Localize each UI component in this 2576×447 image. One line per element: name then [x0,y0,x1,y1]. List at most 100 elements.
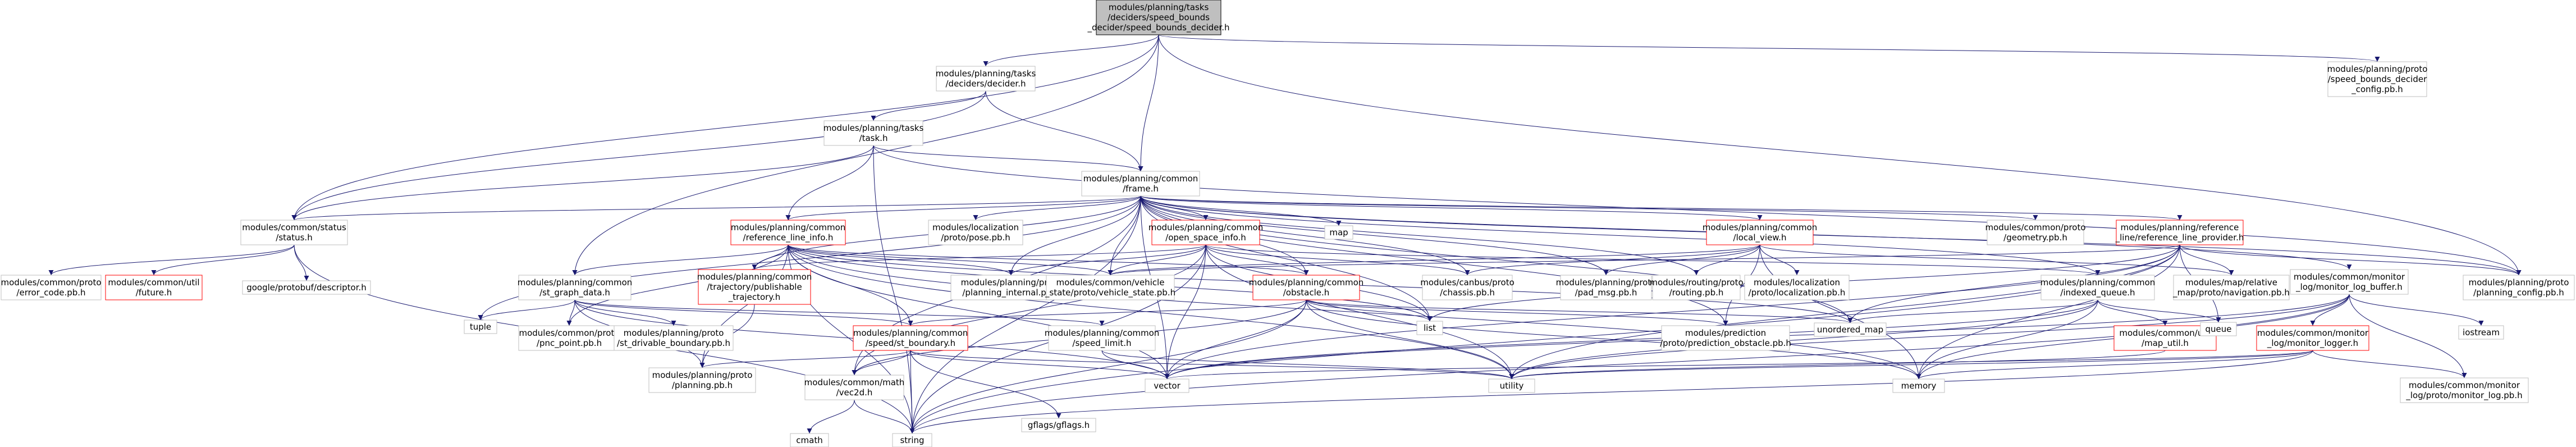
edge-monitor_log_buffer_h-to-utility [1509,294,2350,380]
edge-frame_h-to-list [1140,195,1433,322]
node-obstacle-h[interactable]: modules/planning/common/obstacle.h [1249,275,1364,300]
node-list[interactable]: list [1416,321,1443,335]
edge-decider_h-to-status_h [291,90,986,221]
node-label-line: modules/common/proto [519,328,619,338]
node-future-h[interactable]: modules/common/util/future.h [105,275,203,300]
node-monitor-logger-h[interactable]: modules/common/monitor_log/monitor_logge… [2256,325,2369,351]
edge-status_h-to-descriptor_h [294,244,309,281]
node-vector[interactable]: vector [1145,378,1189,393]
node-tuple[interactable]: tuple [464,320,497,334]
node-frame-h[interactable]: modules/planning/common/frame.h [1081,171,1200,197]
node-unordered-map[interactable]: unordered_map [1814,322,1887,337]
node-label-line: modules/common/util [108,277,199,288]
edge-speed_bounds_decider-to-decider_h [983,34,1159,67]
node-gflags-h[interactable]: gflags/gflags.h [1021,418,1096,432]
node-geometry-pb[interactable]: modules/common/proto/geometry.pb.h [1985,220,2086,245]
edge-open_space_info_h-to-utility [1205,244,1515,380]
node-monitor-log-buffer-h[interactable]: modules/common/monitor_log/monitor_log_b… [2290,269,2409,295]
node-box [1048,325,1156,351]
node-box [2200,322,2237,336]
node-box [2458,325,2504,340]
edge-obstacle_h-to-prediction_obstacle_pb [1306,299,1728,326]
node-box [1892,378,1945,393]
node-box [730,220,846,245]
edge-frame_h-to-prediction_obstacle_pb [1140,195,1728,326]
edge-indexed_queue_h-to-unordered_map [1847,299,2098,323]
node-label-line: modules/planning/proto [961,277,1061,288]
edge-indexed_queue_h-to-memory [1916,299,2098,380]
node-decider-h[interactable]: modules/planning/tasks/deciders/decider.… [936,66,1036,92]
edge-local_view_h-to-memory [1759,244,1921,380]
node-utility[interactable]: utility [1488,378,1535,393]
node-reference-line-provider-h[interactable]: modules/planning/reference_line/referenc… [2115,220,2244,245]
node-box [1252,275,1360,300]
node-st-boundary-h[interactable]: modules/planning/common/speed/st_boundar… [853,325,968,351]
node-planning-pb[interactable]: modules/planning/proto/planning.pb.h [648,367,756,393]
node-map[interactable]: map [1324,225,1353,240]
edge-st_boundary_h-to-string [909,350,915,434]
node-box [1560,275,1652,300]
node-st-drivable-boundary-pb[interactable]: modules/planning/proto/st_drivable_bound… [614,325,734,351]
node-task-h[interactable]: modules/planning/tasks/task.h [823,120,924,146]
edge-st_boundary_h-to-planning_pb [699,350,911,368]
node-memory[interactable]: memory [1892,378,1945,393]
edge-monitor_logger_h-to-memory [1916,350,2313,380]
node-label-line: modules/canbus/proto [1420,277,1515,288]
node-label-line: _decider/speed_bounds_decider.h [1087,22,1230,33]
node-localization-pose[interactable]: modules/localization/proto/pose.pb.h [928,220,1023,245]
node-status-h[interactable]: modules/common/status/status.h [240,220,348,245]
node-local-view-h[interactable]: modules/planning/common/local_view.h [1703,220,1818,245]
node-error-code-pb[interactable]: modules/common/proto/error_code.pb.h [1,275,102,300]
edge-st_graph_data_h-to-tuple [478,299,575,321]
edge-reference_line_provider_h-to-vector [1164,244,2180,380]
node-vehicle-state-pb[interactable]: modules/common/vehicle_state/proto/vehic… [1045,275,1175,300]
node-speed-bounds-decider-config[interactable]: modules/planning/proto/speed_bounds_deci… [2327,61,2428,97]
node-descriptor-h[interactable]: google/protobuf/descriptor.h [242,280,371,295]
node-open-space-info-h[interactable]: modules/planning/common/open_space_info.… [1149,220,1264,245]
edge-open_space_info_h-to-discretized_trajectory_h [752,244,1206,270]
node-pad-msg-pb[interactable]: modules/planning/proto/pad_msg.pb.h [1556,275,1657,300]
node-discretized-trajectory-h[interactable]: modules/planning/common/trajectory/publi… [697,269,812,305]
node-navigation-pb[interactable]: modules/map/relative_map/proto/navigatio… [2172,275,2290,300]
node-box [1046,275,1175,300]
node-reference-line-info-h[interactable]: modules/planning/common/reference_line_i… [730,220,846,245]
node-planning-config-pb[interactable]: modules/planning/proto/planning_config.p… [2463,275,2575,300]
node-label-line: modules/planning/common [1703,222,1818,232]
edge-vec2d_h-to-cmath [807,399,855,434]
node-cmath[interactable]: cmath [790,433,829,447]
node-queue[interactable]: queue [2200,322,2237,336]
edge-indexed_queue_h-to-utility [1509,299,2098,380]
node-iostream[interactable]: iostream [2458,325,2504,340]
node-label-line: modules/planning/proto [1556,277,1657,288]
node-box [1744,275,1850,300]
node-vec2d-h[interactable]: modules/common/math/vec2d.h [804,375,905,400]
edge-task_h-to-frame_h [873,145,1143,172]
node-speed-bounds-decider[interactable]: modules/planning/tasks/deciders/speed_bo… [1087,0,1230,35]
edge-reference_line_provider_h-to-planning_config_pb [2179,244,2522,276]
node-string[interactable]: string [892,433,932,447]
node-map-util-h[interactable]: modules/common/util/map_util.h [2113,325,2217,351]
node-label-line: modules/localization [932,222,1019,232]
edge-monitor_log_buffer_h-to-monitor_logger_h [2310,294,2350,326]
node-prediction-obstacle-pb[interactable]: modules/prediction/proto/prediction_obst… [1660,325,1791,351]
node-chassis-pb[interactable]: modules/canbus/proto/chassis.pb.h [1420,275,1515,300]
node-monitor-log-pb[interactable]: modules/common/monitor_log/proto/monitor… [2400,377,2529,403]
edge-obstacle_h-to-vector [1164,299,1307,380]
node-speed-limit-h[interactable]: modules/planning/common/speed_limit.h [1045,325,1160,351]
node-label-line: modules/planning/proto [624,328,724,338]
node-label-line: modules/common/proto [1985,222,2085,232]
node-label-line: modules/common/monitor [2409,380,2520,390]
node-label-line: /map_util.h [2142,338,2189,349]
node-pnc-point-pb[interactable]: modules/common/proto/pnc_point.pb.h [518,325,620,351]
node-localization-pb[interactable]: modules/localization/proto/localization.… [1744,275,1850,300]
node-st-graph-data-h[interactable]: modules/planning/common/st_graph_data.h [518,275,633,300]
edge-indexed_queue_h-to-map_util_h [2097,299,2168,326]
node-label-line: /proto/prediction_obstacle.pb.h [1660,338,1791,349]
edge-speed_limit_h-to-vector [1101,350,1170,380]
edge-reference_line_provider_h-to-utility [1509,244,2180,380]
node-box [1324,225,1353,240]
node-label-line: modules/planning/common [2040,277,2156,288]
node-indexed-queue-h[interactable]: modules/planning/common/indexed_queue.h [2040,275,2156,300]
node-routing-pb[interactable]: modules/routing/proto/routing.pb.h [1649,275,1744,300]
node-label-line: utility [1500,381,1524,391]
